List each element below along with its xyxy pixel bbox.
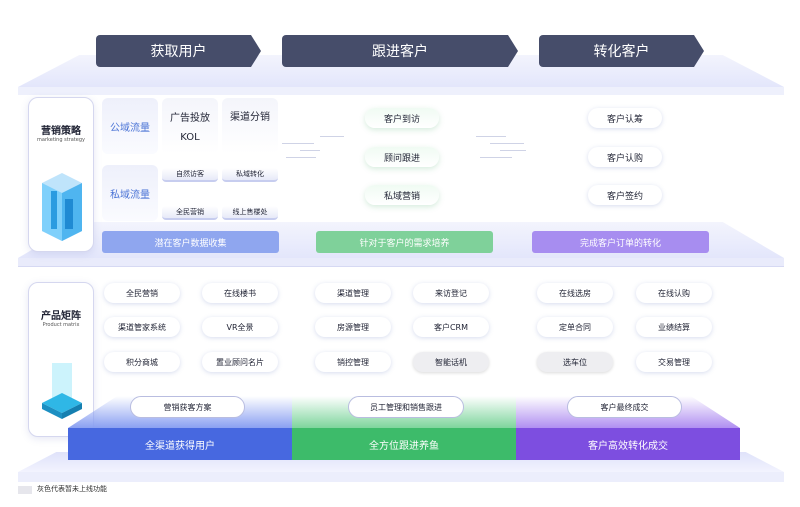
product-pill: 交易管理 [636,352,712,372]
convert-pill-pledge: 客户认筹 [588,108,662,128]
kol-label: KOL [180,132,200,143]
follow-pill-private: 私域营销 [365,185,439,205]
product-pill-inactive: 选车位 [537,352,613,372]
product-pill: 在线选房 [537,283,613,303]
stage-acquire: 获取用户 [96,35,261,67]
legend-gray-swatch [18,486,32,494]
connector-dash [476,136,506,137]
product-pill: 销控管理 [315,352,391,372]
ad-label: 广告投放 [170,113,210,124]
convert-pill-sign: 客户签约 [588,185,662,205]
bottom-seg-acquire: 全渠道获得用户 [68,428,292,460]
product-pill: 渠道管家系统 [104,317,180,337]
chip-icon [42,363,82,419]
connector-dash [480,157,512,158]
ad-tile: 广告投放 KOL [162,98,218,154]
product-pill: 房源管理 [315,317,391,337]
connector-dash [320,136,344,137]
product-pill: 定单合同 [537,317,613,337]
product-pill-inactive: 智能话机 [413,352,489,372]
legend-text: 灰色代表暂未上线功能 [37,485,107,493]
marketing-strategy-panel: 营销策略 marketing strategy [28,97,94,252]
connector-dash [282,143,314,144]
top-platform-base [18,87,784,95]
private-traffic-tile: 私域流量 [102,165,158,221]
product-title: 产品矩阵 [41,311,81,322]
connector-dash [500,150,526,151]
product-subtitle: Product matrix [42,322,80,328]
label-final-deal: 客户最终成交 [567,396,682,418]
product-pill: 在线认购 [636,283,712,303]
channel-label: 渠道分销 [230,112,270,123]
product-pill: 积分商城 [104,352,180,372]
product-pill: 置业顾问名片 [202,352,278,372]
label-marketing-plan: 营销获客方案 [130,396,245,418]
product-pill: VR全景 [202,317,278,337]
natural-visitor-tile: 自然访客 [162,168,218,182]
follow-pill-advisor: 顾问跟进 [365,147,439,167]
online-sales-office-tile: 线上售楼处 [222,206,278,220]
marketing-title: 营销策略 [41,126,81,137]
public-traffic-tile: 公域流量 [102,98,158,154]
bottom-platform-base [18,472,784,482]
product-pill: 渠道管理 [315,283,391,303]
bar-order-conversion: 完成客户订单的转化 [532,231,709,253]
marketing-platform-base [18,258,784,267]
all-marketing-tile: 全民营销 [162,206,218,220]
product-pill: 在线楼书 [202,283,278,303]
product-pill: 全民营销 [104,283,180,303]
bottom-seg-follow: 全方位跟进养鱼 [292,428,516,460]
convert-pill-subscribe: 客户认购 [588,147,662,167]
product-pill: 客户CRM [413,317,489,337]
private-conversion-tile: 私域转化 [222,168,278,182]
stage-follow-up: 跟进客户 [282,35,518,67]
product-pill: 业绩结算 [636,317,712,337]
marketing-subtitle: marketing strategy [37,137,85,143]
product-matrix-panel: 产品矩阵 Product matrix [28,282,94,437]
follow-pill-visit: 客户到访 [365,108,439,128]
stage-convert: 转化客户 [539,35,704,67]
building-icon [42,173,82,241]
product-pill: 来访登记 [413,283,489,303]
bar-demand-cultivation: 针对于客户的需求培养 [316,231,493,253]
bottom-seg-convert: 客户高效转化成交 [516,428,740,460]
connector-dash [490,143,524,144]
connector-dash [300,150,320,151]
connector-dash [286,157,316,158]
label-staff-management: 员工管理和销售跟进 [348,396,464,418]
bar-data-collection: 潜在客户数据收集 [102,231,279,253]
channel-tile: 渠道分销 [222,98,278,154]
